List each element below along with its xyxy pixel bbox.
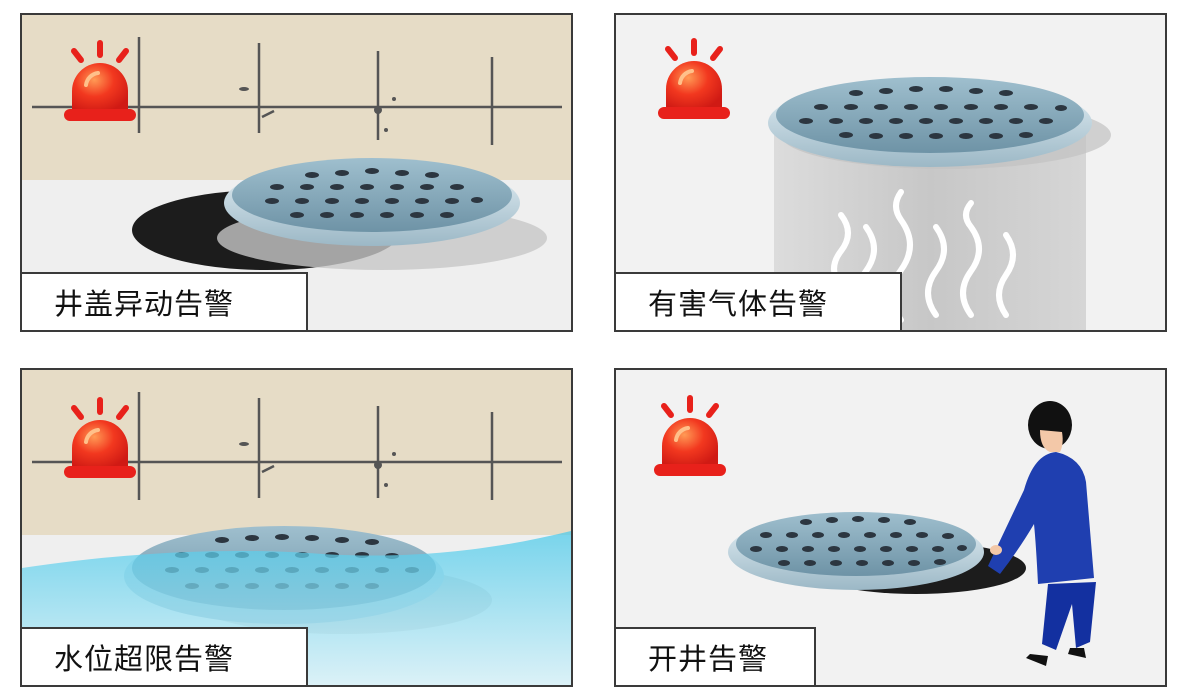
alarm-beacon-icon	[654, 398, 726, 476]
panel-cover-displacement: 井盖异动告警	[20, 13, 573, 332]
cover-holes	[750, 516, 967, 566]
panel-water-level: 水位超限告警	[20, 368, 573, 687]
panel-caption: 开井告警	[616, 627, 816, 685]
panel-caption: 井盖异动告警	[22, 272, 308, 330]
alarm-beacon-icon	[64, 43, 136, 121]
alarm-beacon-icon	[658, 41, 730, 119]
worker-figure	[988, 401, 1096, 666]
alarm-beacon-icon	[64, 400, 136, 478]
panel-caption: 水位超限告警	[22, 627, 308, 685]
harmful-gas-scene	[616, 15, 1111, 330]
cover-displacement-scene	[22, 15, 571, 330]
panel-harmful-gas: 有害气体告警	[614, 13, 1167, 332]
cover-holes	[799, 86, 1067, 139]
cover-holes	[265, 168, 483, 218]
panel-manhole-opened: 开井告警	[614, 368, 1167, 687]
water-level-scene	[22, 370, 571, 685]
manhole-opened-scene	[616, 370, 1096, 666]
panel-caption: 有害气体告警	[616, 272, 902, 330]
